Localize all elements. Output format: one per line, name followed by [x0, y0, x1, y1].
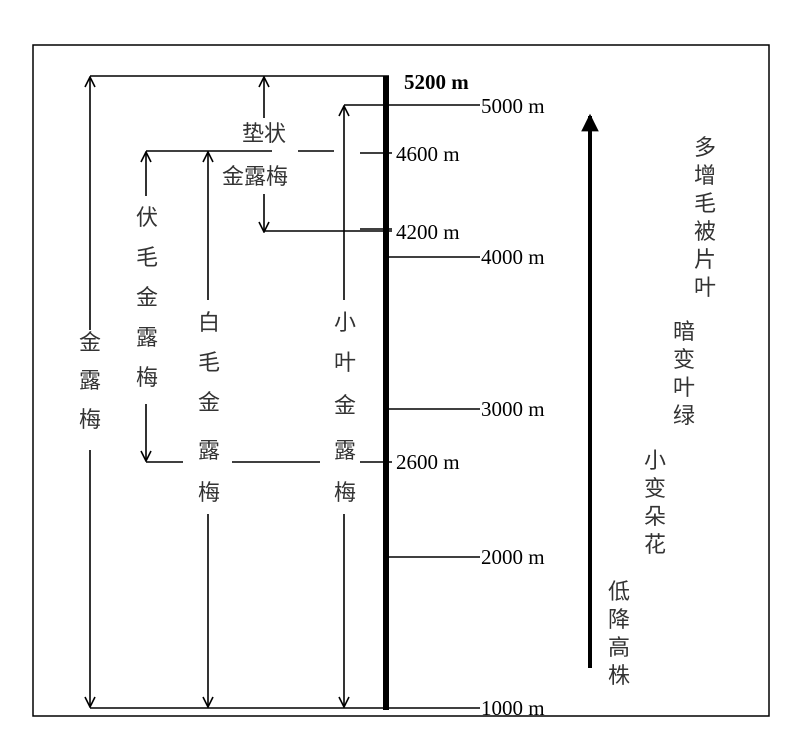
- trend-flower-char-2: 变: [644, 477, 666, 502]
- species-xiaoye-char-0: 小: [334, 311, 356, 336]
- label-5000: 5000 m: [481, 94, 545, 118]
- trend-leaf-hair-char-0: 叶: [694, 276, 716, 301]
- label-2000: 2000 m: [481, 545, 545, 569]
- trend-plant-height-char-2: 降: [608, 608, 630, 633]
- label-5200: 5200 m: [404, 70, 469, 94]
- label-4200: 4200 m: [396, 220, 460, 244]
- trend-flower-char-3: 小: [644, 449, 666, 474]
- trend-flower-char-0: 花: [644, 533, 666, 558]
- species-fumao-char-3: 露: [136, 326, 158, 351]
- trend-leaf-hair-char-4: 增: [694, 164, 716, 189]
- label-4600: 4600 m: [396, 142, 460, 166]
- species-xiaoye-char-2: 金: [334, 394, 356, 419]
- species-fumao-char-0: 伏: [136, 206, 158, 231]
- species-jinloumei-char-0: 金: [79, 331, 101, 356]
- species-fumao-char-4: 梅: [136, 366, 158, 391]
- species-baimao-char-1: 毛: [198, 351, 220, 376]
- trend-leaf-hair-char-3: 毛: [694, 192, 716, 217]
- species-jinloumei-char-2: 梅: [79, 408, 101, 433]
- species-baimao-char-3: 露: [198, 439, 220, 464]
- trend-leaf-color-char-2: 变: [673, 348, 695, 373]
- label-2600: 2600 m: [396, 450, 460, 474]
- trend-plant-height-char-3: 低: [608, 580, 630, 605]
- species-baimao-char-4: 梅: [198, 481, 220, 506]
- species-baimao-char-2: 金: [198, 391, 220, 416]
- species-dianzhuang-line2: 金露梅: [222, 165, 288, 190]
- species-xiaoye-char-1: 叶: [334, 351, 356, 376]
- trend-leaf-hair-char-2: 被: [694, 220, 716, 245]
- trend-plant-height-char-1: 高: [608, 636, 630, 661]
- diagram-frame: [32, 44, 770, 717]
- trend-leaf-color-char-1: 叶: [673, 376, 695, 401]
- trend-plant-height-char-0: 株: [608, 664, 630, 689]
- trend-leaf-color-char-3: 暗: [673, 320, 695, 345]
- label-3000: 3000 m: [481, 397, 545, 421]
- species-baimao-char-0: 白: [198, 311, 220, 336]
- species-fumao-char-2: 金: [136, 286, 158, 311]
- species-fumao-char-1: 毛: [136, 246, 158, 271]
- trend-leaf-color-char-0: 绿: [673, 404, 695, 429]
- label-4000: 4000 m: [481, 245, 545, 269]
- label-1000: 1000 m: [481, 696, 545, 720]
- species-xiaoye-char-3: 露: [334, 439, 356, 464]
- species-dianzhuang-line1: 垫状: [242, 122, 286, 147]
- trend-flower-char-1: 朵: [644, 505, 666, 530]
- trend-leaf-hair-char-1: 片: [694, 248, 716, 273]
- trend-leaf-hair-char-5: 多: [694, 136, 716, 161]
- species-jinloumei-char-1: 露: [79, 369, 101, 394]
- species-xiaoye-char-4: 梅: [334, 481, 356, 506]
